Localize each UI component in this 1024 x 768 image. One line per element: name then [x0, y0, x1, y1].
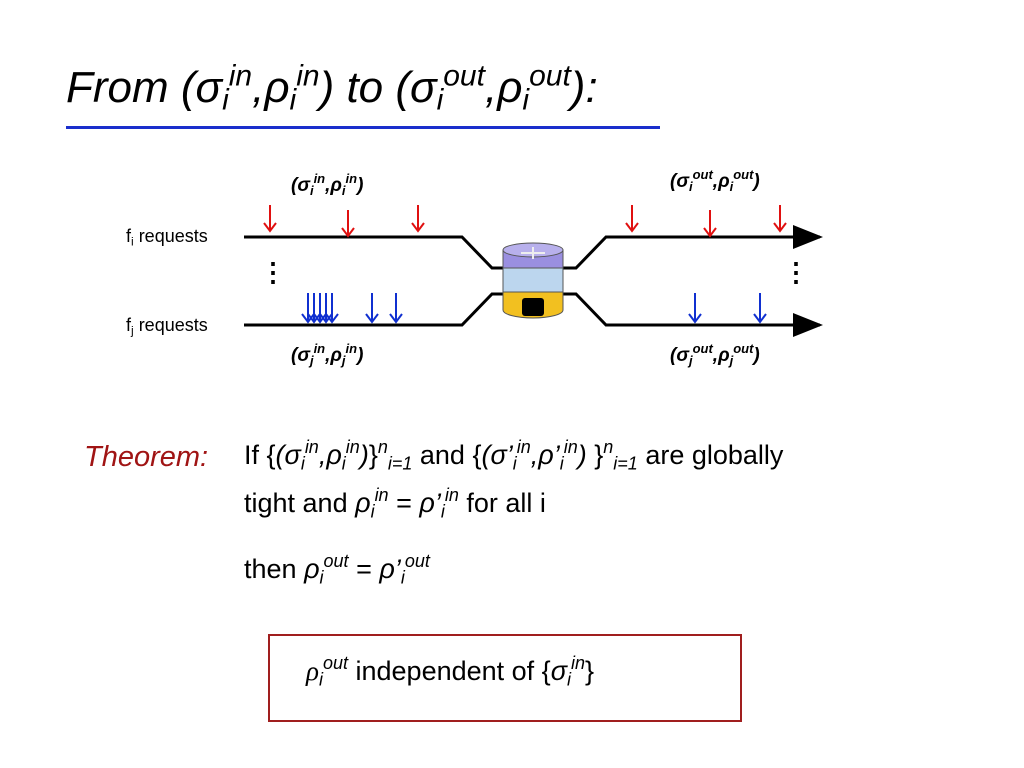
theorem-label: Theorem: [84, 441, 209, 473]
fj-in-arrows [301, 293, 403, 324]
theorem-conclusion: then ρiout = ρ’iout [244, 551, 430, 588]
fi-arrow [263, 205, 277, 233]
fj-arrow [313, 293, 327, 324]
fi-requests-label: fi requests [126, 226, 208, 249]
fi-arrow [411, 205, 425, 233]
fj-arrow [365, 293, 379, 324]
result-box [268, 634, 742, 722]
fj-arrow [319, 293, 333, 324]
fj-arrow [307, 293, 321, 324]
vertical-ellipsis-left: ⋮ [260, 257, 286, 287]
fi-out-arrows [625, 205, 787, 238]
fj-out-arrows [688, 293, 767, 324]
fj-arrow [688, 293, 702, 324]
database-cylinder-icon [502, 242, 564, 319]
fj-arrow [389, 293, 403, 324]
slide-title: From (σiin,ρiin) to (σiout,ρiout): [66, 59, 598, 117]
vertical-ellipsis-right: ⋮ [783, 257, 809, 287]
fi-in-parameters-label: (σiin,ρiin) [291, 171, 364, 198]
fi-in-arrows [263, 205, 425, 238]
fj-arrow [325, 293, 339, 324]
fi-arrow [341, 210, 355, 238]
theorem-line-2: tight and ρiin = ρ’iin for all i [244, 485, 546, 522]
theorem-line-1: If {(σiin,ρiin)}ni=1 and {(σ’iin,ρ’iin) … [244, 437, 784, 474]
fi-out-parameters-label: (σiout,ρiout) [670, 167, 760, 194]
fi-arrow [773, 205, 787, 233]
flow-diagram [244, 205, 823, 337]
fj-in-parameters-label: (σjin,ρjin) [291, 341, 364, 368]
fi-arrow [703, 210, 717, 238]
result-statement: ρiout independent of {σiin} [306, 653, 595, 690]
title-underline [66, 126, 660, 129]
fj-arrow [301, 293, 315, 324]
fj-arrow [753, 293, 767, 324]
fj-out-parameters-label: (σjout,ρjout) [670, 341, 760, 368]
fi-arrow [625, 205, 639, 233]
fj-requests-label: fj requests [126, 315, 208, 338]
